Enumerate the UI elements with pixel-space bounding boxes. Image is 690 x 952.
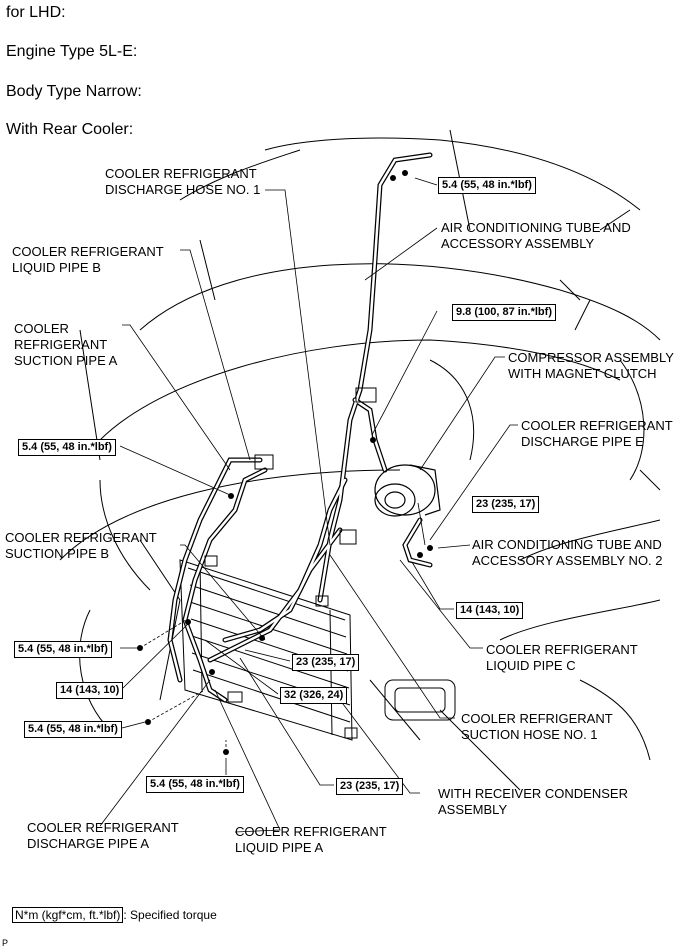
torque-legend: N*m (kgf*cm, ft.*lbf): Specified torque xyxy=(12,907,217,923)
legend-unit-box: N*m (kgf*cm, ft.*lbf) xyxy=(12,907,124,923)
header-lhd: for LHD: xyxy=(6,4,66,21)
header-engine-type: Engine Type 5L-E: xyxy=(6,43,138,60)
label-ac-tube-assembly-2: AIR CONDITIONING TUBE AND ACCESSORY ASSE… xyxy=(472,537,663,568)
condenser-core xyxy=(179,559,353,741)
refrigerant-pipes xyxy=(167,152,433,703)
label-discharge-pipe-e: COOLER REFRIGERANT DISCHARGE PIPE E xyxy=(521,418,673,449)
torque-box: 5.4 (55, 48 in.*lbf) xyxy=(24,721,122,738)
torque-box: 32 (326, 24) xyxy=(280,687,348,704)
torque-box: 5.4 (55, 48 in.*lbf) xyxy=(18,439,116,456)
torque-box: 14 (143, 10) xyxy=(56,682,124,699)
torque-box: 5.4 (55, 48 in.*lbf) xyxy=(14,641,112,658)
torque-box: 5.4 (55, 48 in.*lbf) xyxy=(146,776,244,793)
torque-box: 14 (143, 10) xyxy=(456,602,524,619)
leader-lines xyxy=(99,177,518,833)
torque-box: 23 (235, 17) xyxy=(292,654,360,671)
label-discharge-pipe-a: COOLER REFRIGERANT DISCHARGE PIPE A xyxy=(27,820,179,851)
label-suction-pipe-b: COOLER REFRIGERANT SUCTION PIPE B xyxy=(5,530,157,561)
torque-box: 23 (235, 17) xyxy=(336,778,404,795)
label-liquid-pipe-c: COOLER REFRIGERANT LIQUID PIPE C xyxy=(486,642,638,673)
label-compressor: COMPRESSOR ASSEMBLY WITH MAGNET CLUTCH xyxy=(508,350,674,381)
torque-box: 5.4 (55, 48 in.*lbf) xyxy=(438,177,536,194)
label-receiver-condenser: WITH RECEIVER CONDENSER ASSEMBLY xyxy=(438,786,628,817)
label-suction-pipe-a: COOLER REFRIGERANT SUCTION PIPE A xyxy=(14,321,118,368)
legend-text: : Specified torque xyxy=(123,908,217,922)
label-suction-hose-1: COOLER REFRIGERANT SUCTION HOSE NO. 1 xyxy=(461,711,613,742)
fastener-bolts xyxy=(137,170,433,755)
label-discharge-hose-1: COOLER REFRIGERANT DISCHARGE HOSE NO. 1 xyxy=(105,166,261,197)
torque-box: 23 (235, 17) xyxy=(472,496,540,513)
label-liquid-pipe-b: COOLER REFRIGERANT LIQUID PIPE B xyxy=(12,244,164,275)
vehicle-body-outline xyxy=(59,129,661,791)
label-ac-tube-assembly: AIR CONDITIONING TUBE AND ACCESSORY ASSE… xyxy=(441,220,631,251)
compressor-assembly xyxy=(374,464,441,517)
torque-box: 9.8 (100, 87 in.*lbf) xyxy=(452,304,556,321)
label-liquid-pipe-a: COOLER REFRIGERANT LIQUID PIPE A xyxy=(235,824,387,855)
figure-code: P xyxy=(2,938,9,948)
header-rear-cooler: With Rear Cooler: xyxy=(6,121,134,138)
header-body-type: Body Type Narrow: xyxy=(6,83,142,100)
